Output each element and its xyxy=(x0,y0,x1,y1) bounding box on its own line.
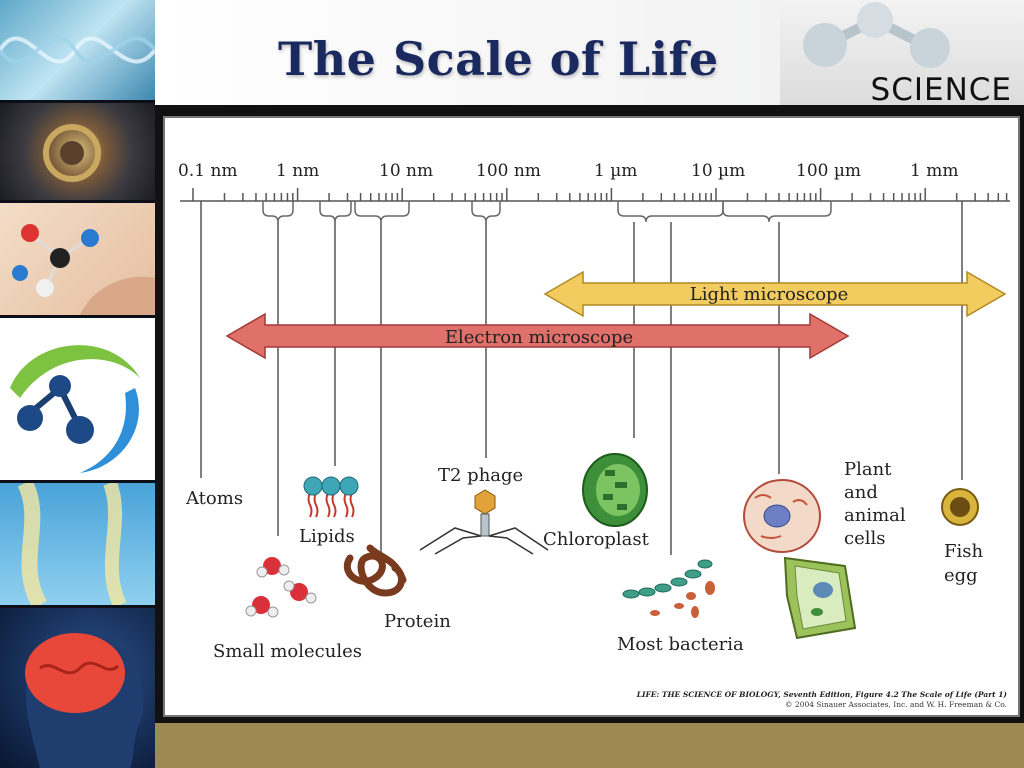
chromosome-image xyxy=(0,483,155,605)
brain-head-image xyxy=(0,608,155,768)
science-logo: SCIENCE xyxy=(780,0,1024,108)
footer-bar xyxy=(155,723,1024,768)
light-microscope-label: Light microscope xyxy=(690,284,848,305)
lipids-icon xyxy=(303,476,359,518)
fish-egg-label-line2: egg xyxy=(944,565,978,586)
chromosome-icon xyxy=(17,483,127,605)
figure-credit-line1: LIFE: THE SCIENCE OF BIOLOGY, Seventh Ed… xyxy=(636,690,1008,699)
fish-egg-label-line1: Fish xyxy=(944,541,983,562)
scale-label-100um: 100 µm xyxy=(796,161,861,181)
science-logo-text: SCIENCE xyxy=(870,72,1012,108)
accelerator-ring-icon xyxy=(43,124,101,182)
sidebar xyxy=(0,0,155,768)
scale-label-100nm: 100 nm xyxy=(476,161,541,181)
molecular-model-icon xyxy=(12,224,155,315)
scale-label-0.1nm: 0.1 nm xyxy=(178,161,238,181)
electron-microscope-label: Electron microscope xyxy=(445,327,633,348)
brain-icon xyxy=(25,632,144,768)
scale-label-1nm: 1 nm xyxy=(276,161,319,181)
plant-animal-cells-label: Plant and animal cells xyxy=(844,459,906,549)
plant-cell-icon xyxy=(783,556,857,640)
svg-text:cells: cells xyxy=(844,528,885,549)
connector-lines xyxy=(200,201,963,576)
molecule-logo-image xyxy=(0,318,155,480)
protein-icon xyxy=(344,544,407,597)
particle-accelerator-image xyxy=(0,103,155,200)
fish-egg-icon xyxy=(941,488,979,526)
atoms-label: Atoms xyxy=(185,488,243,509)
scale-label-10um: 10 µm xyxy=(691,161,745,181)
scale-label-1um: 1 µm xyxy=(594,161,637,181)
t2-phage-label: T2 phage xyxy=(438,465,523,486)
scale-label-1mm: 1 mm xyxy=(910,161,958,181)
svg-text:Plant: Plant xyxy=(844,459,892,480)
size-brackets xyxy=(262,201,832,223)
dna-helix-icon xyxy=(0,36,155,64)
animal-cell-icon xyxy=(743,479,821,553)
lipids-label: Lipids xyxy=(299,526,355,547)
chloroplast-icon xyxy=(582,453,648,527)
scale-labels: 0.1 nm 1 nm 10 nm 100 nm 1 µm 10 µm 100 … xyxy=(178,161,958,181)
scale-of-life-figure: 0.1 nm 1 nm 10 nm 100 nm 1 µm 10 µm 100 … xyxy=(163,116,1020,717)
molecule-swoosh-icon xyxy=(10,345,140,473)
bacteria-icon xyxy=(622,559,715,618)
molecular-model-hand-image xyxy=(0,203,155,315)
t2-phage-icon xyxy=(419,489,549,555)
log-scale-ruler xyxy=(180,188,1010,202)
light-microscope-arrow: Light microscope xyxy=(543,270,1007,318)
most-bacteria-label: Most bacteria xyxy=(617,634,744,655)
small-molecules-label: Small molecules xyxy=(213,641,362,662)
molecule-logo-icon xyxy=(803,2,950,68)
slide-title: The Scale of Life xyxy=(278,32,719,86)
chloroplast-label: Chloroplast xyxy=(543,529,650,550)
scale-label-10nm: 10 nm xyxy=(379,161,433,181)
dna-helix-image xyxy=(0,0,155,100)
small-molecules-icon xyxy=(245,557,317,618)
scale-diagram: 0.1 nm 1 nm 10 nm 100 nm 1 µm 10 µm 100 … xyxy=(178,161,1010,709)
svg-text:animal: animal xyxy=(844,505,906,526)
figure-credit-line2: © 2004 Sinauer Associates, Inc. and W. H… xyxy=(785,700,1007,709)
svg-text:and: and xyxy=(844,482,878,503)
protein-label: Protein xyxy=(384,611,451,632)
electron-microscope-arrow: Electron microscope xyxy=(225,312,850,360)
